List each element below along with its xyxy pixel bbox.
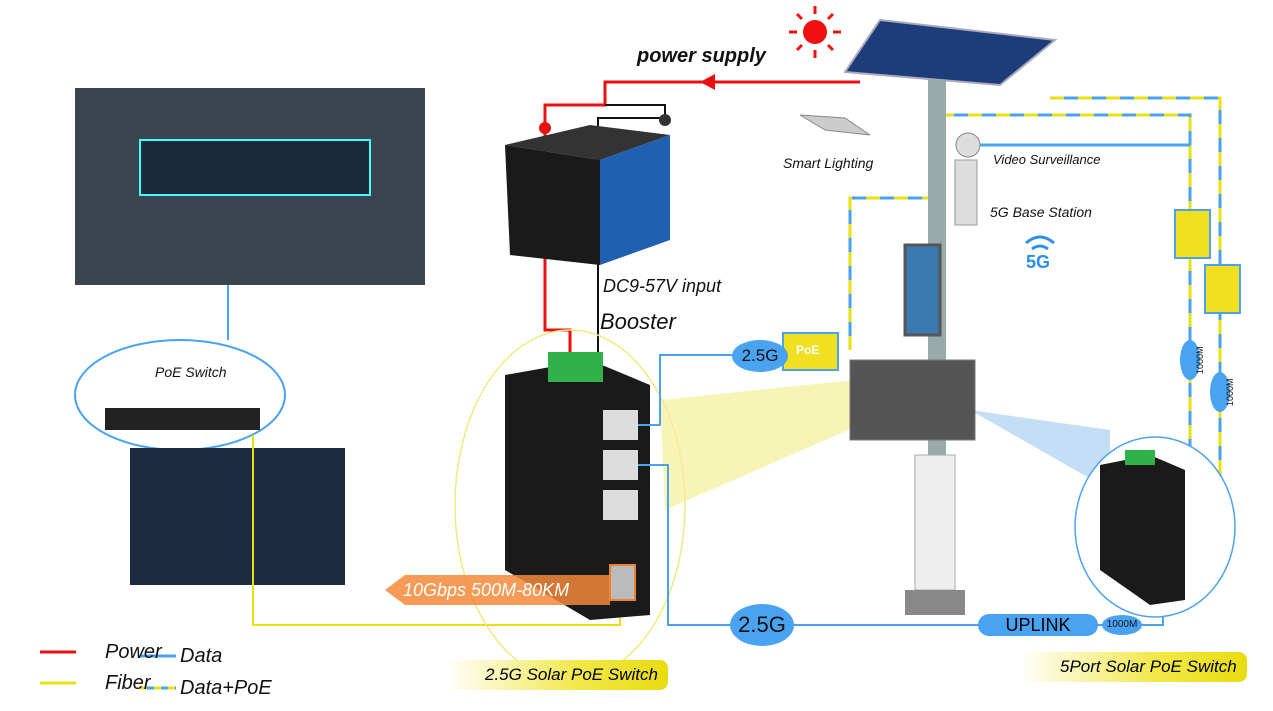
poe-switch-icon	[105, 408, 260, 430]
legend-data-poe: Data+PoE	[180, 677, 272, 699]
solar-panel-icon	[843, 18, 1058, 87]
booster-label: Booster	[600, 309, 676, 334]
speed-badge-1000m: 1000M	[1102, 615, 1142, 635]
base-station-label: 5G Base Station	[990, 204, 1092, 220]
poe-badge-label: PoE	[796, 343, 820, 357]
display-screen	[903, 243, 942, 337]
speed-badge-2-5g-top: 2.5G	[732, 340, 788, 372]
industrial-switch-icon	[505, 352, 650, 620]
legend-fiber: Fiber	[105, 672, 151, 694]
battery-icon	[505, 114, 671, 265]
smart-lighting-label: Smart Lighting	[783, 155, 874, 171]
cabinet	[849, 359, 976, 441]
poe-port-icon	[1174, 209, 1211, 259]
legend-data: Data	[180, 645, 223, 667]
poe-switch-label: PoE Switch	[155, 364, 227, 380]
video-surveillance-label: Video Surveillance	[993, 152, 1101, 167]
wifi-icon	[1025, 235, 1055, 251]
poe-switch-bubble	[74, 339, 286, 451]
poe-port-icon	[1204, 264, 1241, 314]
sun-icon	[789, 6, 841, 58]
speed-badge-1000m-a: 1000M	[1180, 340, 1205, 380]
switch-5port-title: 5Port Solar PoE Switch	[1020, 652, 1247, 682]
5port-switch-icon	[1100, 455, 1185, 605]
dc-input-label: DC9-57V input	[603, 276, 722, 296]
uplink-badge: UPLINK	[978, 614, 1098, 636]
poe-port-icon	[782, 332, 839, 371]
base-station-icon	[954, 159, 978, 226]
speed-badge-2-5g-bottom: 2.5G	[730, 604, 794, 646]
server-room-image	[130, 448, 345, 585]
5g-label: 5G	[1026, 252, 1051, 272]
power-supply-label: power supply	[637, 45, 766, 67]
ev-charger-icon	[914, 454, 956, 591]
camera-icon	[955, 132, 981, 158]
legend-power: Power	[105, 641, 162, 663]
switch-2-5g-title: 2.5G Solar PoE Switch	[445, 660, 668, 690]
speed-badge-1000m-b: 1000M	[1210, 372, 1235, 412]
fiber-speed-label: 10Gbps 500M-80KM	[403, 580, 570, 600]
street-light-icon	[799, 114, 871, 136]
fiber-speed-arrow	[385, 575, 610, 605]
